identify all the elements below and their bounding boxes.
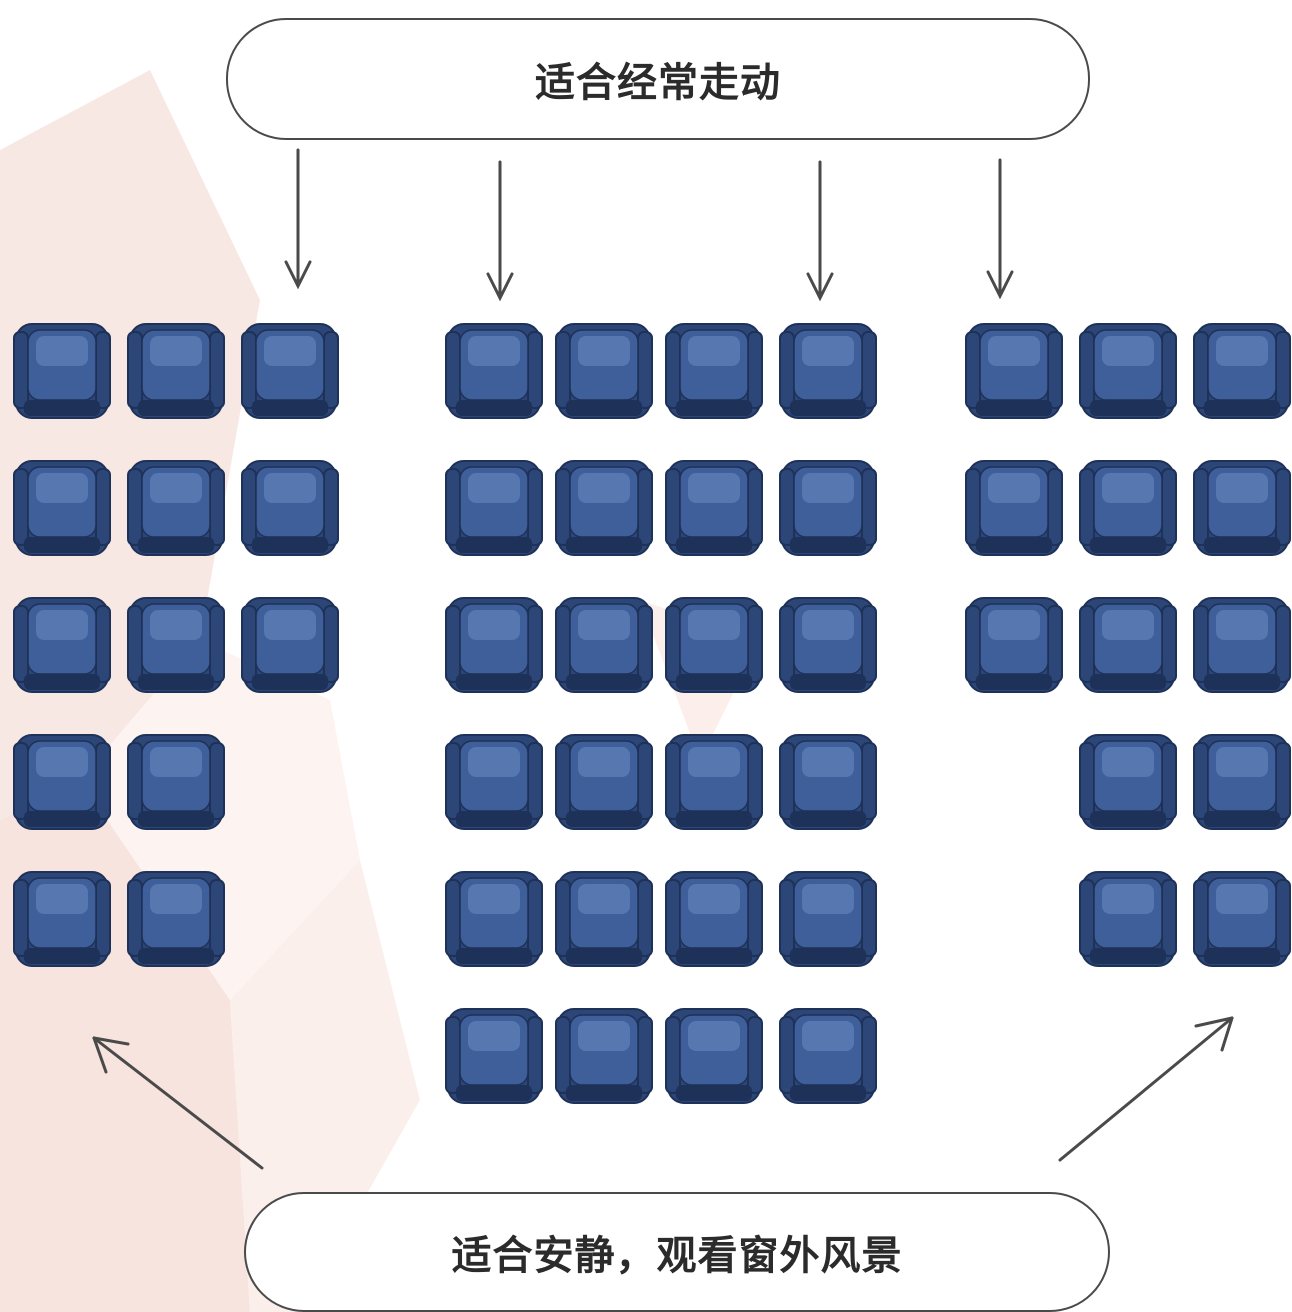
arrow-icon [92, 1036, 264, 1170]
label-bottom-text: 适合安静，观看窗外风景 [451, 1233, 903, 1279]
seat-icon [241, 323, 339, 419]
label-top-callout: 适合经常走动 [226, 18, 1090, 140]
seat-icon [445, 460, 543, 556]
seat-icon [779, 460, 877, 556]
seat-icon [445, 871, 543, 967]
seat-icon [1193, 597, 1291, 693]
seat-icon [965, 460, 1063, 556]
seat-icon [965, 323, 1063, 419]
seat-icon [127, 597, 225, 693]
label-bottom-callout: 适合安静，观看窗外风景 [244, 1192, 1110, 1312]
seat-icon [555, 323, 653, 419]
seat-icon [1193, 460, 1291, 556]
seat-icon [665, 871, 763, 967]
seat-icon [241, 460, 339, 556]
arrow-icon [986, 158, 1014, 300]
seat-icon [445, 734, 543, 830]
seat-icon [241, 597, 339, 693]
seat-icon [1079, 734, 1177, 830]
seat-icon [779, 1008, 877, 1104]
seat-icon [127, 871, 225, 967]
seat-icon [1079, 871, 1177, 967]
seat-icon [445, 323, 543, 419]
seat-icon [665, 734, 763, 830]
seat-icon [665, 460, 763, 556]
seat-icon [1193, 323, 1291, 419]
seat-icon [779, 597, 877, 693]
seat-icon [127, 323, 225, 419]
seat-icon [445, 1008, 543, 1104]
label-top-text: 适合经常走动 [535, 60, 781, 106]
seat-icon [555, 460, 653, 556]
seat-icon [127, 734, 225, 830]
arrow-icon [486, 160, 514, 302]
arrow-icon [1058, 1016, 1234, 1162]
seat-icon [1193, 871, 1291, 967]
seat-icon [779, 323, 877, 419]
seat-icon [779, 734, 877, 830]
seat-icon [555, 597, 653, 693]
seat-icon [13, 871, 111, 967]
seat-icon [665, 323, 763, 419]
seat-icon [13, 597, 111, 693]
seat-icon [445, 597, 543, 693]
seat-icon [1079, 323, 1177, 419]
arrow-icon [284, 148, 312, 290]
seat-icon [665, 597, 763, 693]
seat-icon [1079, 597, 1177, 693]
seat-icon [665, 1008, 763, 1104]
seat-icon [1193, 734, 1291, 830]
seat-icon [555, 734, 653, 830]
seat-icon [965, 597, 1063, 693]
seat-icon [127, 460, 225, 556]
seat-icon [13, 460, 111, 556]
seat-icon [779, 871, 877, 967]
seat-icon [1079, 460, 1177, 556]
seat-icon [555, 1008, 653, 1104]
arrow-icon [806, 160, 834, 302]
seat-icon [555, 871, 653, 967]
seat-icon [13, 323, 111, 419]
seat-icon [13, 734, 111, 830]
